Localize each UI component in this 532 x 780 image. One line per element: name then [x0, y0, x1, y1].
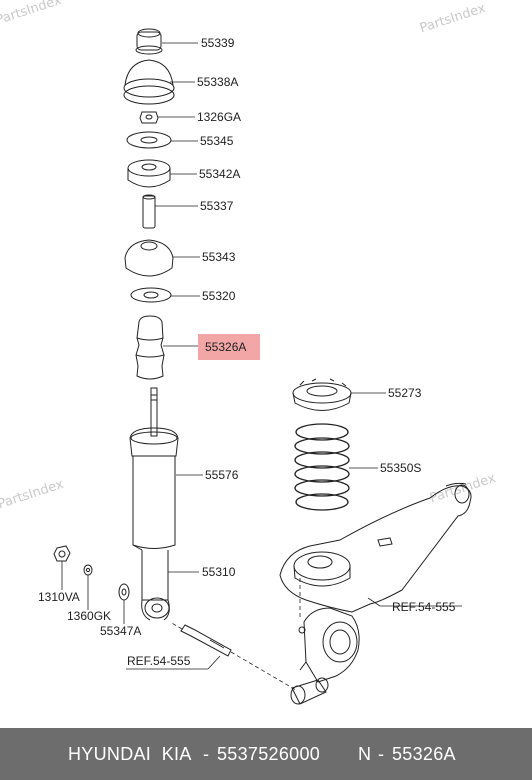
part-1326GA-nut — [139, 111, 159, 124]
part-55576-body — [129, 427, 179, 551]
part-number-footer: HYUNDAI KIA - 5537526000 N - 55326A — [0, 728, 532, 780]
part-label: 55273 — [388, 386, 422, 400]
part-label: 55310 — [202, 565, 236, 579]
leader-lines — [61, 42, 462, 670]
part-55326A-bump-stopper — [135, 315, 165, 380]
footer-catalog-code: 55326A — [392, 744, 456, 764]
part-knuckle — [298, 607, 360, 683]
part-label: 55350S — [380, 461, 421, 475]
part-lower-link — [290, 677, 329, 705]
part-lower-arm — [279, 482, 472, 613]
part-label: 55320 — [202, 289, 236, 303]
footer-separator: - — [203, 744, 210, 764]
alignment-lines — [169, 578, 301, 691]
part-55345-washer — [126, 131, 172, 149]
part-55310-shock — [141, 550, 170, 621]
part-label: 55337 — [200, 199, 234, 213]
part-55273-seat — [292, 378, 352, 411]
part-55339-cap — [135, 28, 163, 55]
part-55347A-washer — [118, 583, 130, 601]
part-label: 1310VA — [38, 590, 80, 604]
footer-brand: HYUNDAI KIA — [68, 744, 192, 764]
part-1310VA-nut — [53, 545, 71, 562]
part-55350S-spring — [294, 423, 350, 511]
part-label: 1360GK — [67, 609, 111, 623]
exploded-parts-diagram: 55339 55338A 1326GA 55345 55342A 55337 5… — [38, 28, 472, 705]
part-lower-bolt — [180, 624, 232, 657]
part-55343-insulator — [124, 239, 174, 277]
part-label: 55343 — [202, 250, 236, 264]
part-label: 55338A — [197, 75, 238, 89]
part-55320-washer — [130, 287, 172, 303]
part-55338A-dome — [123, 59, 175, 105]
part-label: 55345 — [200, 134, 234, 148]
footer-separator: - — [378, 744, 385, 764]
part-55342A-bushing — [127, 159, 171, 188]
part-label: 55339 — [201, 36, 235, 50]
part-strut-rod — [150, 387, 158, 437]
part-label: 55342A — [199, 167, 240, 181]
ref-label: REF.54-555 — [392, 600, 456, 614]
part-label: 55347A — [100, 624, 141, 638]
part-label: 1326GA — [197, 110, 241, 124]
footer-n-label: N — [358, 744, 372, 764]
part-1360GK-washer — [83, 564, 93, 576]
ref-label: REF.54-555 — [127, 654, 191, 668]
footer-part-number: 5537526000 — [217, 744, 321, 764]
part-label: 55576 — [205, 468, 239, 482]
part-label-highlighted: 55326A — [205, 340, 246, 354]
part-55337-sleeve — [142, 194, 156, 229]
part-highlight — [198, 334, 260, 360]
